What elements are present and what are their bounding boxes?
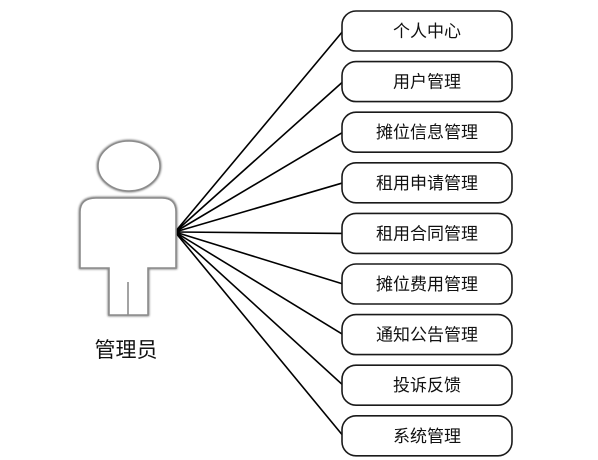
use-case-item: 摊位信息管理 <box>341 111 513 153</box>
association-line <box>174 81 344 233</box>
use-case-list: 个人中心用户管理摊位信息管理租用申请管理租用合同管理摊位费用管理通知公告管理投诉… <box>341 10 513 457</box>
association-line <box>174 131 344 233</box>
use-case-item: 投诉反馈 <box>341 364 513 407</box>
use-case-label: 租用申请管理 <box>376 174 478 194</box>
use-case-box <box>341 111 513 153</box>
association-line <box>174 231 344 386</box>
actor-body <box>79 197 177 316</box>
use-case-item: 用户管理 <box>341 60 513 103</box>
use-case-label: 摊位信息管理 <box>376 123 478 143</box>
actor-figure <box>78 139 178 317</box>
actor-label: 管理员 <box>95 338 158 362</box>
association-lines <box>174 30 344 437</box>
use-case-label: 系统管理 <box>393 427 461 447</box>
use-case-item: 租用申请管理 <box>341 162 513 204</box>
use-case-label: 个人中心 <box>393 22 461 42</box>
actor-head <box>97 140 161 192</box>
association-line <box>174 30 344 233</box>
use-case-label: 用户管理 <box>393 73 461 93</box>
association-line <box>174 182 344 233</box>
use-case-label: 投诉反馈 <box>393 376 461 396</box>
use-case-label: 通知公告管理 <box>376 326 478 346</box>
use-case-box <box>341 60 513 103</box>
association-line <box>174 231 344 285</box>
use-case-box <box>341 212 513 255</box>
association-line <box>174 231 344 235</box>
use-case-box <box>341 364 513 407</box>
use-case-box <box>341 414 513 457</box>
use-case-item: 摊位费用管理 <box>341 263 513 305</box>
use-case-item: 通知公告管理 <box>341 313 513 356</box>
use-case-item: 系统管理 <box>341 414 513 457</box>
use-case-label: 租用合同管理 <box>376 224 478 244</box>
association-line <box>174 231 344 336</box>
use-case-box <box>341 162 513 204</box>
use-case-item: 租用合同管理 <box>341 212 513 255</box>
use-case-label: 摊位费用管理 <box>376 275 478 295</box>
use-case-box <box>341 263 513 305</box>
use-case-box <box>341 313 513 356</box>
use-case-box <box>341 10 513 52</box>
association-line <box>174 231 344 437</box>
use-case-item: 个人中心 <box>341 10 513 52</box>
